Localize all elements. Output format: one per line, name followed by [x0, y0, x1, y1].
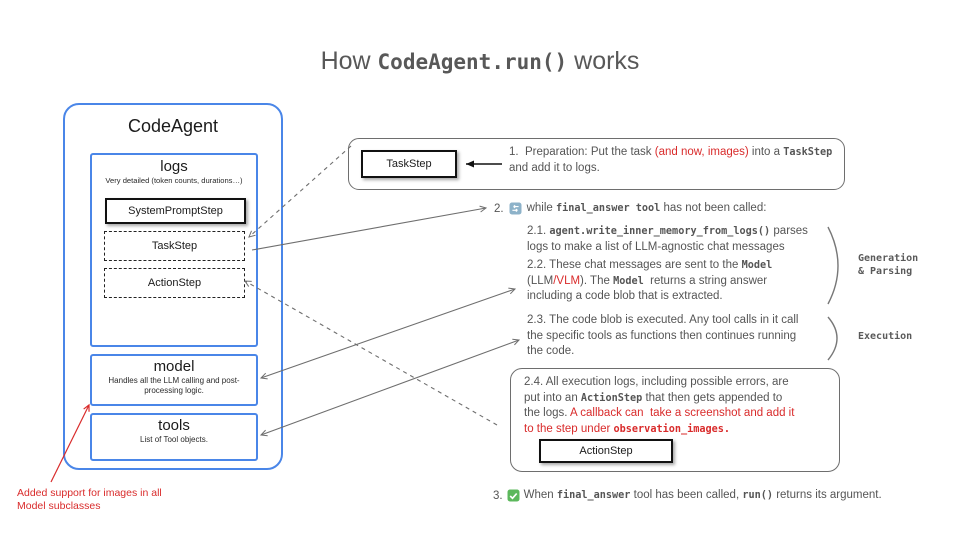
tools-box: tools List of Tool objects. — [90, 413, 258, 461]
step1-box: TaskStep 1. Preparation: Put the task (a… — [348, 138, 845, 190]
step2-3-text: 2.3. The code blob is executed. Any tool… — [527, 314, 799, 357]
actionstep-box-logs: ActionStep — [104, 268, 245, 298]
check-icon — [507, 489, 520, 502]
actionstep-label: ActionStep — [147, 277, 202, 289]
step2-number: 2. — [494, 202, 504, 215]
arrow-tools-step23 — [259, 338, 521, 437]
taskstep-box-step1: TaskStep — [361, 150, 457, 178]
model-box: model Handles all the LLM calling and po… — [90, 354, 258, 406]
title-suffix: works — [567, 47, 640, 75]
taskstep-label: TaskStep — [151, 240, 198, 252]
logs-box: logs Very detailed (token counts, durati… — [90, 153, 258, 347]
tools-title: tools — [158, 417, 190, 434]
step1-text: 1. Preparation: Put the task (and now, i… — [509, 146, 833, 174]
taskstep-box-logs: TaskStep — [104, 231, 245, 261]
execution-label: Execution — [858, 331, 913, 342]
red-annotation: Added support for images in all Model su… — [17, 487, 162, 512]
page-title: How CodeAgent.run() works — [0, 47, 960, 76]
codeagent-box: CodeAgent logs Very detailed (token coun… — [63, 103, 283, 470]
step2-4-text: 2.4. All execution logs, including possi… — [524, 376, 795, 435]
step2-2-text: 2.2. These chat messages are sent to the… — [527, 259, 773, 302]
step2-row: 2. while final_answer tool has not been … — [494, 201, 766, 217]
systempromptstep-label: SystemPromptStep — [128, 205, 223, 217]
actionstep-box-step24: ActionStep — [539, 439, 673, 463]
step3-row: 3. When final_answer tool has been calle… — [493, 488, 882, 504]
loop-icon — [509, 202, 522, 215]
logs-subtitle: Very detailed (token counts, durations…) — [105, 176, 243, 185]
tools-subtitle: List of Tool objects. — [140, 435, 208, 444]
model-subtitle: Handles all the LLM calling and post-pro… — [108, 376, 240, 395]
arrow-model-step22 — [259, 287, 517, 380]
generation-parsing-label: Generation & Parsing — [858, 253, 919, 277]
title-prefix: How — [320, 47, 378, 75]
codeagent-title: CodeAgent — [127, 116, 219, 136]
title-code: CodeAgent.run() — [377, 50, 568, 74]
arrow-logs-to-step2 — [251, 205, 488, 251]
step2-text: while final_answer tool has not been cal… — [526, 202, 767, 214]
systempromptstep-box: SystemPromptStep — [105, 198, 246, 224]
taskstep-step1-label: TaskStep — [386, 158, 432, 170]
model-title: model — [153, 358, 195, 375]
step2-4-box: 2.4. All execution logs, including possi… — [510, 368, 840, 472]
actionstep-step24-label: ActionStep — [579, 445, 633, 457]
step2-1-text: 2.1. agent.write_inner_memory_from_logs(… — [527, 225, 808, 253]
logs-title: logs — [160, 158, 188, 175]
step3-number: 3. — [493, 489, 503, 502]
step3-text: When final_answer tool has been called, … — [523, 489, 882, 501]
